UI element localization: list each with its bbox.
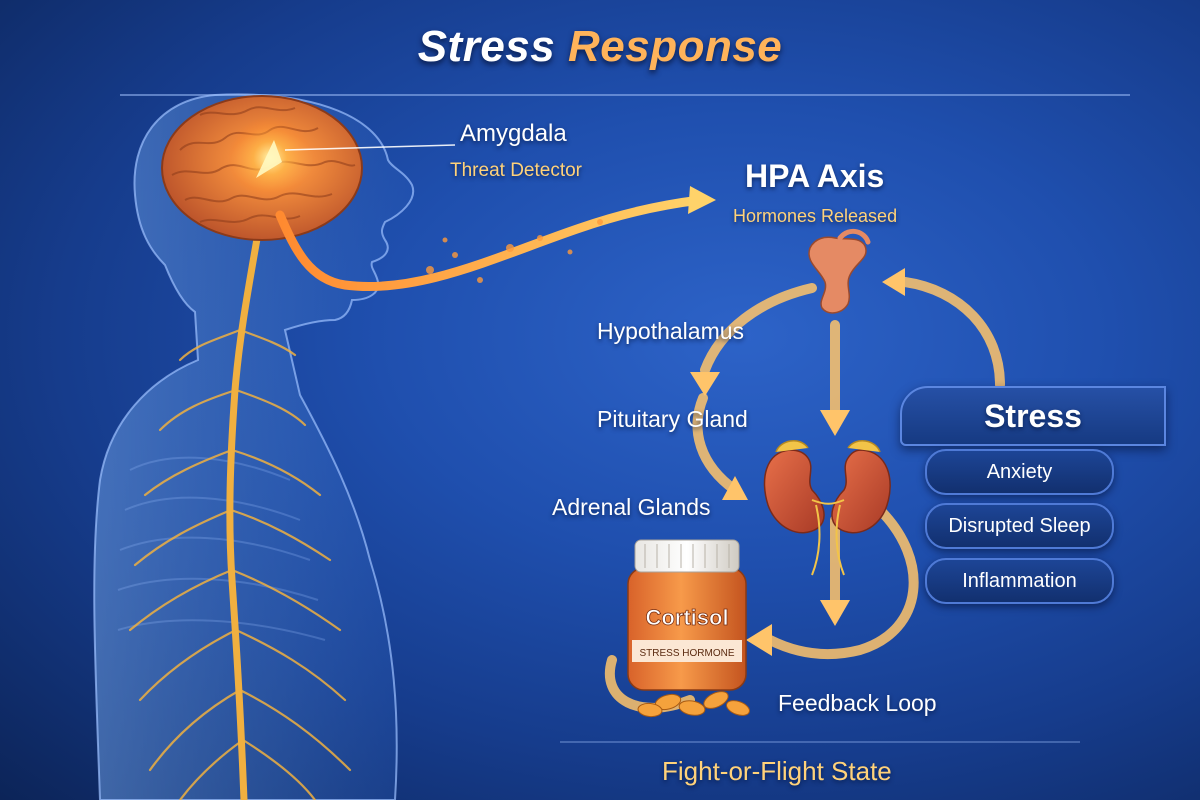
amygdala-subtitle: Threat Detector <box>450 160 582 181</box>
stress-panel-heading: Stress <box>900 386 1166 446</box>
stress-effect-anxiety: Anxiety <box>925 449 1114 495</box>
spinal-cord-nerves <box>128 206 352 800</box>
amygdala-pointer-line <box>284 144 456 151</box>
hpa-axis-subtitle: Hormones Released <box>733 206 898 226</box>
pituitary-label: Pituitary Gland <box>597 406 748 432</box>
pituitary-gland-icon <box>808 228 871 314</box>
cortisol-bottle: Cortisol STRESS HORMONE <box>627 539 750 718</box>
cortisol-label: Cortisol <box>645 605 728 630</box>
page-title: Stress Response <box>0 22 1200 72</box>
hypothalamus-label: Hypothalamus <box>597 318 745 344</box>
amygdala-label: Amygdala <box>460 120 567 147</box>
title-part2: Response <box>567 22 783 71</box>
cortisol-band-text: STRESS HORMONE <box>639 648 734 659</box>
title-part1: Stress <box>417 22 556 71</box>
hpa-axis-title: HPA Axis <box>745 158 885 194</box>
brain <box>161 95 363 241</box>
neural-signal-arrow <box>275 186 716 292</box>
human-body-figure <box>93 93 415 800</box>
adrenal-glands-kidneys-icon <box>763 440 891 576</box>
adrenal-label: Adrenal Glands <box>552 494 711 520</box>
footer-caption: Fight-or-Flight State <box>662 756 892 786</box>
feedback-loop-label: Feedback Loop <box>778 690 937 716</box>
stress-effect-inflammation: Inflammation <box>925 558 1114 604</box>
arrowheads <box>690 268 905 656</box>
cortisol-pills <box>637 691 750 718</box>
stress-effect-disrupted-sleep: Disrupted Sleep <box>925 503 1114 549</box>
hpa-cycle-arrows <box>605 277 1005 713</box>
